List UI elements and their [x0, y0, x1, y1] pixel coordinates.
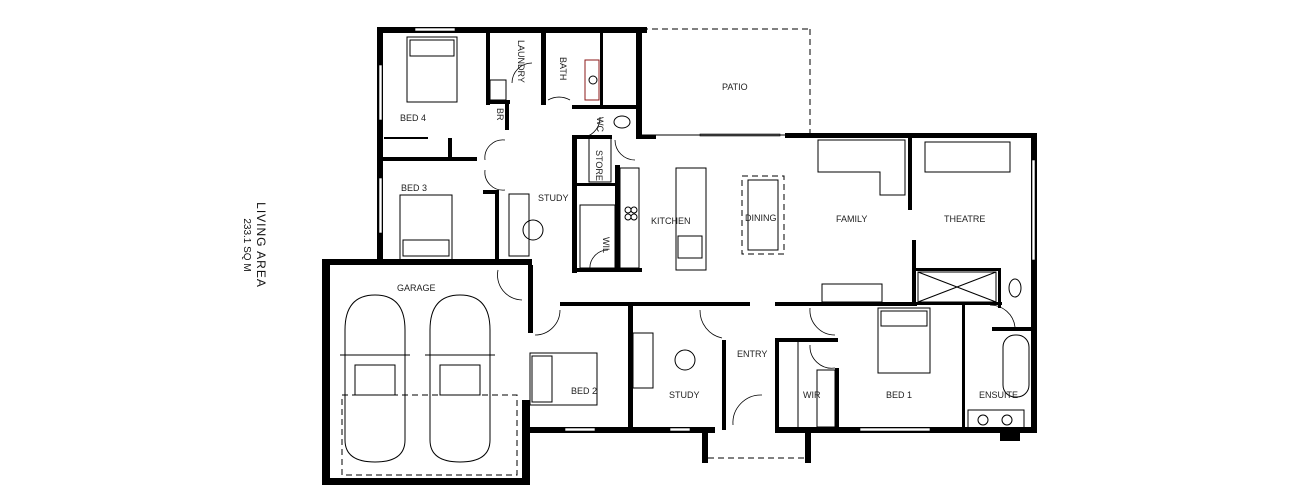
area-title: LIVING AREA: [254, 202, 268, 288]
room-label-study-upper: STUDY: [538, 193, 569, 203]
room-label-garage: GARAGE: [397, 283, 436, 293]
room-label-bed3: BED 3: [401, 183, 427, 193]
living-area-label: LIVING AREA 233.1 SQ M: [241, 202, 268, 288]
room-label-bed4: BED 4: [400, 113, 426, 123]
room-label-bed1: BED 1: [886, 390, 912, 400]
room-label-entry: ENTRY: [737, 349, 767, 359]
car-icon: [340, 294, 410, 463]
patio-outline: [642, 28, 811, 135]
room-label-wc: WC: [595, 117, 605, 132]
room-label-br: BR: [495, 108, 505, 121]
area-value: 233.1 SQ M: [241, 218, 252, 271]
doors: [484, 62, 1016, 426]
room-label-kitchen: KITCHEN: [651, 216, 691, 226]
room-label-wir: WIR: [803, 390, 821, 400]
windows: [378, 27, 1036, 432]
furniture: [340, 36, 1030, 476]
room-label-bath: BATH: [558, 57, 568, 80]
room-label-theatre: THEATRE: [944, 214, 985, 224]
car-icon: [425, 294, 495, 463]
room-label-family: FAMILY: [836, 214, 867, 224]
room-label-patio: PATIO: [722, 82, 748, 92]
room-label-ensuite: ENSUITE: [979, 390, 1018, 400]
room-label-wil: WIL: [601, 237, 611, 253]
room-label-study-lower: STUDY: [669, 390, 700, 400]
room-label-store: STORE: [594, 150, 604, 181]
room-label-laundry: LAUNDRY: [516, 40, 526, 83]
room-label-bed2: BED 2: [571, 386, 597, 396]
room-labels: BED 4 BED 3 BED 2 BED 1 LAUNDRY BATH BR …: [397, 40, 1018, 400]
room-label-dining: DINING: [745, 213, 777, 223]
